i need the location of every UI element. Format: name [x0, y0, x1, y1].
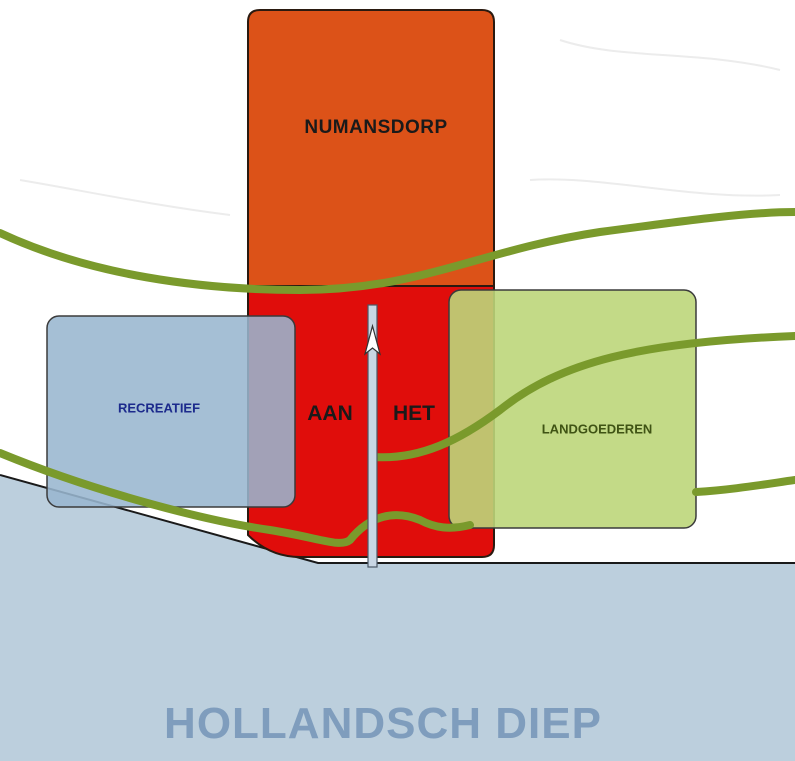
arrow-up-icon	[363, 323, 382, 356]
green-corridor-middle	[370, 332, 795, 462]
green-corridor-lower	[0, 449, 474, 547]
estates-zone	[448, 289, 697, 529]
village-upper-block	[247, 9, 495, 291]
green-corridor-top	[0, 208, 795, 295]
numansdorp-label: NUMANSDORP	[304, 117, 448, 138]
central-spine	[367, 304, 378, 568]
landgoederen-label: LANDGOEDEREN	[541, 421, 653, 437]
recreatief-label: RECREATIEF	[117, 400, 201, 416]
green-corridors	[0, 208, 795, 547]
background-traces	[19, 39, 781, 216]
het-label: HET	[393, 402, 435, 425]
aan-label: AAN	[307, 402, 353, 425]
water-area	[0, 475, 795, 761]
green-corridor-east	[692, 476, 795, 496]
hollandsch-diep-label: HOLLANDSCH DIEP	[164, 699, 602, 748]
